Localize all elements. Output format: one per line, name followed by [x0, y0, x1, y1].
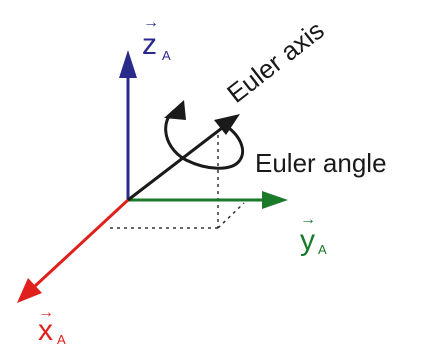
y-axis-letter: y	[300, 224, 315, 257]
x-axis-subscript: A	[57, 332, 66, 347]
x-axis-line	[32, 198, 130, 289]
euler-axis-arrowhead	[214, 114, 240, 135]
x-axis	[17, 198, 130, 303]
y-arrow-icon: →	[300, 211, 316, 228]
x-axis-arrowhead	[17, 278, 42, 303]
y-axis-arrowhead	[262, 191, 288, 209]
y-axis-label: → y A	[300, 211, 327, 257]
euler-axis	[127, 114, 240, 202]
x-arrow-icon: →	[38, 304, 54, 321]
z-axis-subscript: A	[162, 48, 171, 63]
euler-angle-label: Euler angle	[255, 148, 387, 178]
euler-axis-line	[127, 126, 223, 202]
z-axis-label: → z A	[142, 14, 171, 63]
y-axis-subscript: A	[318, 242, 327, 257]
rotation-arc-arrowhead	[164, 100, 186, 120]
euler-axis-label: Euler axis	[221, 15, 329, 109]
z-axis	[119, 50, 137, 200]
z-axis-arrowhead	[119, 50, 137, 78]
z-axis-letter: z	[142, 28, 157, 61]
z-arrow-icon: →	[143, 14, 159, 31]
projection-diagonal	[217, 202, 245, 229]
x-axis-letter: x	[38, 314, 53, 347]
y-axis	[128, 191, 288, 209]
rotation-arc-front	[221, 122, 245, 161]
x-axis-label: → x A	[38, 304, 66, 347]
projection-lines	[110, 135, 245, 229]
